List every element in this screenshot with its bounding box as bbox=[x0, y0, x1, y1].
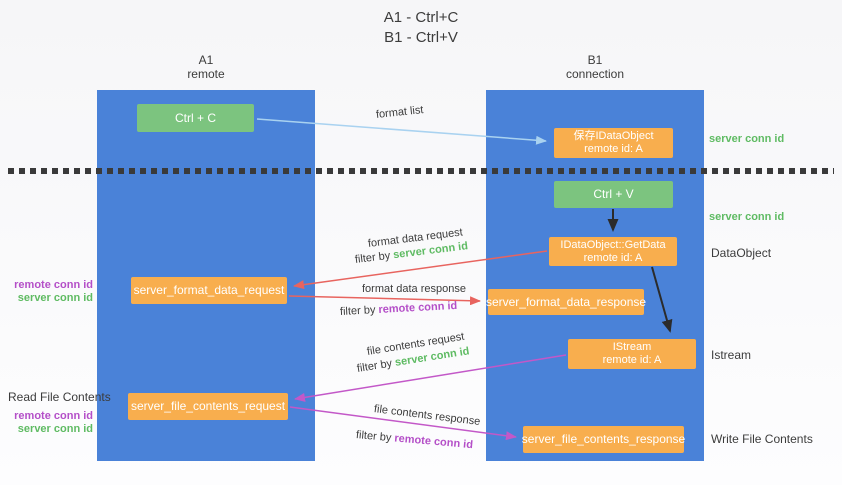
filter-by-text: filter by bbox=[354, 249, 391, 266]
filter-by-text: filter by bbox=[356, 357, 393, 375]
left-column-role: remote bbox=[187, 67, 225, 81]
file-request-label: server_file_contents_request bbox=[130, 399, 286, 413]
format-data-response-label: format data response bbox=[362, 283, 466, 295]
format-request-box: server_format_data_request bbox=[131, 277, 287, 304]
remote-conn-id-text: remote conn id bbox=[378, 299, 458, 316]
file-contents-response-label: file contents response bbox=[373, 403, 481, 428]
diagram-title: A1 - Ctrl+C B1 - Ctrl+V bbox=[0, 8, 842, 48]
server-conn-id-side-label-mid: server conn id bbox=[709, 211, 785, 223]
format-response-box: server_format_data_response bbox=[485, 289, 647, 315]
ctrl-c-label: Ctrl + C bbox=[174, 110, 216, 125]
istream-line2: remote id: A bbox=[602, 354, 662, 366]
file-response-label: server_file_contents_response bbox=[521, 432, 686, 446]
ctrl-v-label: Ctrl + V bbox=[593, 187, 634, 201]
server-conn-id-left-label-1: server conn id bbox=[17, 292, 93, 304]
remote-conn-id-left-label-2: remote conn id bbox=[14, 410, 93, 422]
getdata-box: IDataObject::GetData remote id: A bbox=[549, 237, 677, 266]
getdata-line2: remote id: A bbox=[583, 251, 643, 264]
dashed-separator bbox=[8, 168, 834, 174]
save-dataobject-box: 保存IDataObject remote id: A bbox=[554, 128, 673, 158]
remote-conn-id-text: remote conn id bbox=[393, 432, 474, 452]
read-file-contents-label: Read File Contents bbox=[8, 390, 111, 404]
right-column-name: B1 bbox=[587, 53, 603, 67]
file-contents-response-filter-label: filter by remote conn id bbox=[355, 429, 473, 451]
right-column-header: B1 connection bbox=[486, 53, 704, 81]
server-conn-id-side-label-top: server conn id bbox=[709, 133, 785, 145]
remote-conn-id-left-label-1: remote conn id bbox=[14, 279, 93, 291]
title-line-1: A1 - Ctrl+C bbox=[383, 9, 459, 26]
istream-line1: IStream bbox=[612, 341, 652, 353]
dataobject-side-label: DataObject bbox=[711, 246, 772, 260]
ctrl-c-box: Ctrl + C bbox=[137, 104, 254, 132]
left-column-header: A1 remote bbox=[97, 53, 315, 81]
ctrl-v-box: Ctrl + V bbox=[554, 181, 673, 208]
title-line-2: B1 - Ctrl+V bbox=[384, 29, 458, 46]
istream-side-label: Istream bbox=[711, 348, 752, 362]
format-response-label: server_format_data_response bbox=[485, 294, 647, 309]
format-list-label: format list bbox=[375, 104, 425, 121]
save-dataobject-line1: 保存IDataObject bbox=[573, 130, 654, 142]
getdata-line1: IDataObject::GetData bbox=[560, 238, 666, 251]
istream-box: IStream remote id: A bbox=[568, 339, 696, 369]
left-column-name: A1 bbox=[198, 53, 214, 67]
server-conn-id-left-label-2: server conn id bbox=[17, 423, 93, 435]
right-column-role: connection bbox=[565, 67, 625, 81]
format-request-label: server_format_data_request bbox=[133, 283, 285, 297]
filter-by-text: filter by bbox=[355, 429, 392, 445]
save-dataobject-line2: remote id: A bbox=[584, 143, 643, 155]
file-response-box: server_file_contents_response bbox=[521, 426, 686, 453]
filter-by-text: filter by bbox=[339, 304, 376, 318]
file-request-box: server_file_contents_request bbox=[128, 393, 288, 420]
write-file-contents-label: Write File Contents bbox=[711, 432, 813, 446]
format-data-response-filter-label: filter by remote conn id bbox=[340, 300, 458, 318]
